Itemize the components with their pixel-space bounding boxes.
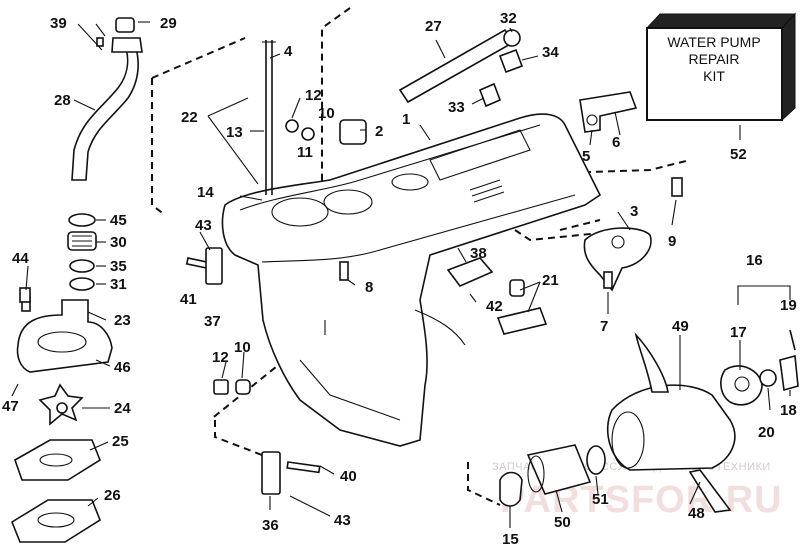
gearcase-housing (221, 113, 602, 447)
callout-label: 24 (114, 400, 131, 417)
callout-label: 40 (340, 468, 357, 485)
water-pump-parts (11, 213, 113, 543)
callout-label: 30 (110, 234, 127, 251)
callout-label: 46 (114, 359, 131, 376)
callout-label: 9 (668, 233, 676, 250)
callout-label: 48 (688, 505, 705, 522)
water-tube (71, 17, 143, 181)
callout-label: 8 (365, 279, 373, 296)
cover-plates (446, 257, 548, 335)
callout-label: 29 (160, 15, 177, 32)
repair-kit-box: WATER PUMP REPAIR KIT (645, 12, 797, 122)
callout-label: 11 (297, 144, 313, 161)
callout-label: 14 (197, 184, 214, 201)
callout-label: 41 (180, 291, 197, 308)
kit-label-line-1: WATER PUMP (667, 34, 760, 50)
callout-label: 47 (2, 398, 19, 415)
callout-label: 23 (114, 312, 131, 329)
callout-label: 51 (592, 491, 609, 508)
callout-label: 32 (500, 10, 517, 27)
callout-label: 2 (375, 123, 383, 140)
callout-label: 5 (582, 148, 590, 165)
callout-label: 16 (746, 252, 763, 269)
bracket-5-6 (579, 91, 638, 133)
callout-label: 12 (305, 87, 322, 104)
callout-label: 25 (112, 433, 129, 450)
hose-assembly (398, 28, 524, 108)
callout-label: 38 (470, 245, 487, 262)
trim-tab (583, 227, 652, 292)
callout-label: 17 (730, 324, 747, 341)
propeller (606, 332, 736, 513)
callout-label: 20 (758, 424, 775, 441)
callout-label: 35 (110, 258, 127, 275)
callout-label: 26 (104, 487, 121, 504)
callout-label: 36 (262, 517, 279, 534)
callout-label: 22 (181, 109, 198, 126)
callout-label: 44 (12, 250, 29, 267)
callout-label: 6 (612, 134, 620, 151)
callout-label: 13 (226, 124, 243, 141)
propeller-hardware (499, 444, 606, 507)
callout-label: 3 (630, 203, 638, 220)
callout-label: 27 (425, 18, 442, 35)
callout-label: 50 (554, 514, 571, 531)
callout-label: 15 (502, 531, 519, 548)
callout-label: 34 (542, 44, 559, 61)
callout-label: 45 (110, 212, 127, 229)
callout-label: 4 (284, 43, 293, 60)
callout-label: 37 (204, 313, 221, 330)
kit-label-line-3: KIT (703, 68, 725, 84)
callout-label: 43 (334, 512, 351, 529)
anode-blocks (205, 247, 281, 495)
prop-nut-set (720, 329, 799, 406)
callout-label: 18 (780, 402, 797, 419)
callout-label: 49 (672, 318, 689, 335)
callout-label: 33 (448, 99, 465, 116)
callout-label: 42 (486, 298, 503, 315)
kit-label-line-2: REPAIR (688, 51, 739, 67)
leader-lines (11, 21, 791, 528)
drive-shaft (262, 40, 276, 195)
callout-label: 43 (195, 217, 212, 234)
callout-label: 1 (402, 111, 410, 128)
washers (213, 119, 367, 395)
callout-labels: 39 29 4 28 22 13 12 10 2 11 1 27 32 34 3… (2, 10, 797, 548)
callout-label: 52 (730, 146, 747, 163)
callout-label: 10 (318, 105, 335, 122)
callout-label: 31 (110, 276, 127, 293)
callout-label: 7 (600, 318, 608, 335)
callout-label: 39 (50, 15, 67, 32)
callout-label: 21 (542, 272, 559, 289)
callout-label: 28 (54, 92, 71, 109)
callout-label: 12 (212, 349, 229, 366)
callout-label: 10 (234, 339, 251, 356)
callout-label: 19 (780, 297, 797, 314)
